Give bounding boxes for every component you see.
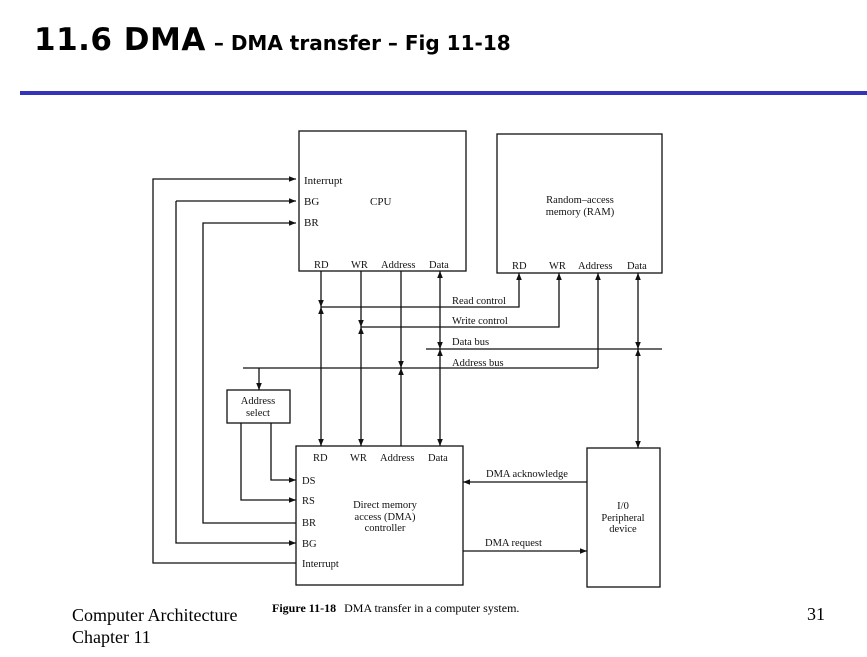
dma-data-port: Data <box>428 453 448 464</box>
dma-bg-label: BG <box>302 539 317 550</box>
io-device-box <box>586 447 661 588</box>
io-label-line2: Peripheral <box>601 513 644 524</box>
ds-line <box>270 423 296 483</box>
cpu-rd-port: RD <box>314 260 329 271</box>
ram-label-line1: Random–access <box>546 195 614 206</box>
figure-caption-text: DMA transfer in a computer system. <box>344 601 520 615</box>
data-bus-label: Data bus <box>452 337 489 348</box>
page-number: 31 <box>807 604 825 624</box>
ram-wr-port: WR <box>549 261 566 272</box>
cpu-wr-port: WR <box>351 260 368 271</box>
title-divider <box>20 91 867 95</box>
dma-request-label: DMA request <box>485 538 542 549</box>
cpu-box <box>298 130 467 272</box>
read-control-label: Read control <box>452 296 506 307</box>
address-select-line1: Address <box>241 396 275 407</box>
footer-course: Computer Architecture Chapter 11 <box>72 604 237 648</box>
write-control-label: Write control <box>452 316 508 327</box>
slide-title-sub: – DMA transfer – Fig 11-18 <box>213 31 511 55</box>
figure-caption: Figure 11-18 DMA transfer in a computer s… <box>272 601 519 616</box>
cpu-address-port: Address <box>381 260 415 271</box>
dma-label-line2: access (DMA) <box>355 512 416 523</box>
cpu-data-port: Data <box>429 260 449 271</box>
cpu-bg-label: BG <box>304 196 319 208</box>
ram-box <box>496 133 663 274</box>
dma-ds-label: DS <box>302 476 316 487</box>
dma-wr-port: WR <box>350 453 367 464</box>
dma-interrupt-label: Interrupt <box>302 559 339 570</box>
ram-label-line2: memory (RAM) <box>546 207 615 218</box>
dma-rs-label: RS <box>302 496 315 507</box>
dma-acknowledge-label: DMA acknowledge <box>486 469 568 480</box>
io-label-line3: device <box>609 524 637 535</box>
cpu-interrupt-label: Interrupt <box>304 175 342 187</box>
dma-rd-port: RD <box>313 453 328 464</box>
address-bus-label: Address bus <box>452 358 504 369</box>
ram-rd-port: RD <box>512 261 527 272</box>
footer-chapter: Chapter 11 <box>72 627 151 647</box>
ram-address-port: Address <box>578 261 612 272</box>
dma-br-label: BR <box>302 518 316 529</box>
address-select-line2: select <box>246 408 270 419</box>
footer-course-title: Computer Architecture <box>72 605 238 625</box>
bus-request-line <box>202 220 296 524</box>
ram-data-port: Data <box>627 261 647 272</box>
slide-title: 11.6 DMA – DMA transfer – Fig 11-18 <box>34 22 511 58</box>
dma-address-port: Address <box>380 453 414 464</box>
io-label-line1: I/0 <box>617 501 629 512</box>
dma-label-line1: Direct memory <box>353 500 418 511</box>
cpu-br-label: BR <box>304 217 319 229</box>
cpu-label: CPU <box>370 196 391 208</box>
rs-line <box>240 423 296 503</box>
read-control-line <box>321 273 522 308</box>
figure-caption-number: Figure 11-18 <box>272 601 337 615</box>
bus-grant-line-dma <box>175 201 296 546</box>
dma-label-line3: controller <box>365 523 406 534</box>
slide-title-main: 11.6 DMA <box>34 22 206 58</box>
dma-controller-box <box>295 445 464 586</box>
interrupt-line <box>152 176 296 564</box>
write-control-line <box>361 273 562 328</box>
